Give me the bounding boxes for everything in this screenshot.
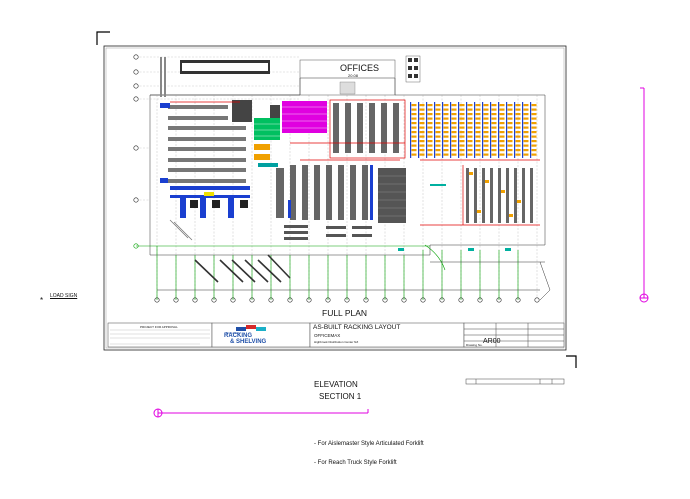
elevation-title: ELEVATION	[314, 380, 358, 389]
company-name-line2: RACKING	[224, 333, 252, 339]
orange-rack-block	[410, 102, 537, 158]
sheet-frame	[103, 45, 567, 351]
load-sign-marker: *	[40, 296, 44, 305]
section-marker-right	[639, 87, 649, 303]
dock-trucks	[194, 254, 291, 283]
right-lower-racks	[466, 168, 533, 223]
offices-area-value: 20.08	[348, 73, 359, 78]
offices-area	[299, 55, 421, 96]
company-name-line3: & SHELVING	[230, 339, 267, 345]
drawing-number: AR00	[483, 338, 501, 345]
note-aislemaster: - For Aislemaster Style Articulated Fork…	[314, 441, 424, 447]
site-name: Highbrook Distribution Center NZ	[314, 340, 359, 344]
title-block	[107, 322, 565, 348]
company-logo	[236, 325, 266, 331]
grid-bubbles-left	[133, 54, 139, 249]
company-name-line1: BUILDING	[226, 331, 241, 335]
red-markings	[170, 99, 540, 226]
elevation-title-block	[465, 378, 565, 385]
blue-conveyor-area	[170, 186, 250, 218]
left-pick-racks	[168, 105, 246, 183]
approval-heading: PROJECT FOR APPROVAL	[140, 325, 178, 329]
green-rack-block	[254, 118, 280, 140]
note-reach-truck: - For Reach Truck Style Forklift	[314, 460, 397, 466]
section-marker-bottom	[153, 408, 369, 418]
client-name: OFFICEMAX	[314, 333, 341, 338]
drawing-number-label: Drawing No.	[466, 343, 483, 347]
load-sign-label: LOAD SIGN	[50, 293, 78, 299]
middle-aisles	[276, 103, 399, 220]
project-title: AS-BUILT RACKING LAYOUT	[313, 324, 401, 331]
offices-label: OFFICES	[340, 63, 380, 73]
full-plan-title: FULL PLAN	[322, 308, 368, 318]
magenta-rack-block	[282, 101, 327, 133]
dock-area	[136, 244, 519, 300]
crop-marks	[96, 31, 577, 368]
top-racks	[180, 60, 270, 74]
section-title: SECTION 1	[319, 392, 362, 401]
